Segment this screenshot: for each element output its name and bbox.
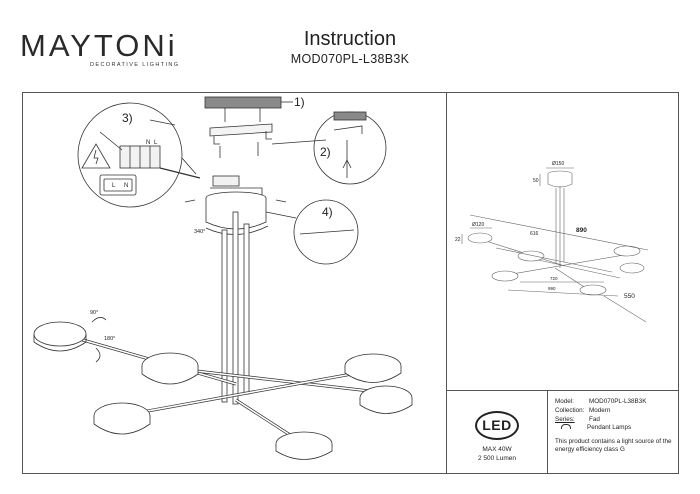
brand-name: MAYTONi bbox=[20, 28, 178, 63]
energy-panel: LED MAX 40W 2 500 Lumen bbox=[447, 391, 547, 474]
product-type: Pendant Lamps bbox=[555, 423, 677, 432]
brand-logo: MAYTONi DECORATIVE LIGHTING bbox=[20, 30, 180, 68]
dim-canopy-height: 50 bbox=[533, 178, 539, 184]
product-type-label: Pendant Lamps bbox=[587, 424, 632, 431]
mounting-bracket bbox=[209, 123, 273, 137]
energy-class-note: This product contains a light source of … bbox=[555, 438, 672, 453]
dim-shade-height: 22 bbox=[455, 237, 461, 243]
connector-label-l: L bbox=[112, 183, 116, 189]
collection-label: Collection: bbox=[555, 407, 585, 414]
dim-canopy-diameter: Ø150 bbox=[552, 161, 564, 167]
rotation-340: 340° bbox=[194, 229, 205, 235]
instruction-frame bbox=[22, 92, 679, 474]
series-value: Fad bbox=[589, 416, 600, 423]
step4-detail bbox=[293, 199, 359, 265]
led-badge: LED bbox=[475, 411, 519, 440]
lumen-output: 2 500 Lumen bbox=[478, 455, 516, 462]
step3-detail bbox=[77, 102, 183, 208]
lamp-head-4 bbox=[359, 385, 413, 414]
collection-value: Modern bbox=[589, 407, 611, 414]
dim-overall-height: 890 bbox=[576, 227, 587, 234]
rod-1 bbox=[221, 229, 228, 403]
wire-label-l: L bbox=[154, 140, 158, 146]
step-3-label: 3) bbox=[122, 111, 133, 125]
dim-shade-diameter: Ø120 bbox=[472, 222, 484, 228]
lamp-head-2 bbox=[141, 352, 199, 385]
series-row: Series: Fad bbox=[555, 415, 677, 424]
product-info: Model: MOD070PL-L38B3K Collection: Moder… bbox=[555, 397, 677, 453]
step-4-label: 4) bbox=[322, 205, 333, 219]
model-value: MOD070PL-L38B3K bbox=[589, 398, 647, 405]
connector-icon bbox=[99, 174, 137, 196]
panel-divider-info bbox=[547, 390, 548, 474]
rotation-180: 180° bbox=[104, 336, 115, 342]
page-title: Instruction bbox=[303, 28, 397, 50]
header: Instruction MOD070PL-L38B3K bbox=[270, 28, 430, 66]
lamp-head-5 bbox=[93, 402, 151, 435]
model-row: Model: MOD070PL-L38B3K bbox=[555, 397, 677, 406]
dim-inner-span-b: 990 bbox=[548, 286, 556, 291]
panel-divider bbox=[446, 92, 447, 474]
lamp-head-6 bbox=[275, 431, 333, 460]
lamp-head-1 bbox=[33, 321, 87, 352]
model-code: MOD070PL-L38B3K bbox=[290, 52, 410, 66]
step-1-label: 1) bbox=[294, 95, 305, 109]
step-2-label: 2) bbox=[320, 145, 331, 159]
rod-2 bbox=[232, 211, 239, 405]
connector-label-n: N bbox=[124, 183, 128, 189]
model-label: Model: bbox=[555, 398, 574, 405]
rotation-90: 90° bbox=[90, 310, 98, 316]
lamp-head-3 bbox=[344, 353, 402, 383]
hazard-icon bbox=[81, 143, 111, 169]
panel-divider-horizontal bbox=[446, 390, 679, 391]
collection-row: Collection: Modern bbox=[555, 406, 677, 415]
dim-arm-span: 616 bbox=[530, 231, 539, 237]
pendant-lamp-icon bbox=[561, 424, 571, 429]
ceiling-block bbox=[204, 96, 282, 109]
wire-label-n: N bbox=[146, 140, 150, 146]
step2-leader bbox=[271, 139, 327, 145]
dim-inner-span-a: 720 bbox=[550, 276, 558, 281]
series-label: Series: bbox=[555, 416, 575, 423]
brand-tagline: DECORATIVE LIGHTING bbox=[90, 62, 180, 68]
dim-depth: 550 bbox=[624, 293, 635, 300]
max-power: MAX 40W bbox=[482, 446, 512, 453]
